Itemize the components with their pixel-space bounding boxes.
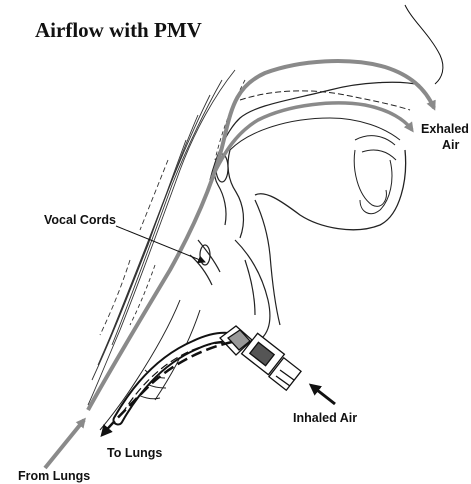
jaw-outline [255,150,406,230]
spine-hatching [88,70,245,405]
exhaled-air-label: Exhaled [421,122,469,136]
from-lungs-label: From Lungs [18,469,90,483]
teeth-outline [354,150,386,206]
throat-structures [190,148,280,338]
vocal-cords-label: Vocal Cords [44,213,116,227]
diagram-title: Airflow with PMV [35,18,202,43]
inhaled-air-label: Inhaled Air [293,411,357,425]
from-lungs-arrow [45,420,84,468]
pmv-valve [220,326,301,390]
palate-outline [240,91,410,110]
lip-outline [355,136,396,160]
face-profile-outline [405,5,443,84]
chin-outline [360,160,392,214]
to-lungs-label: To Lungs [107,446,162,460]
exhaled-air-label-line2: Air [442,138,459,152]
trach-tube [118,337,232,420]
inhaled-air-arrow [312,386,335,404]
